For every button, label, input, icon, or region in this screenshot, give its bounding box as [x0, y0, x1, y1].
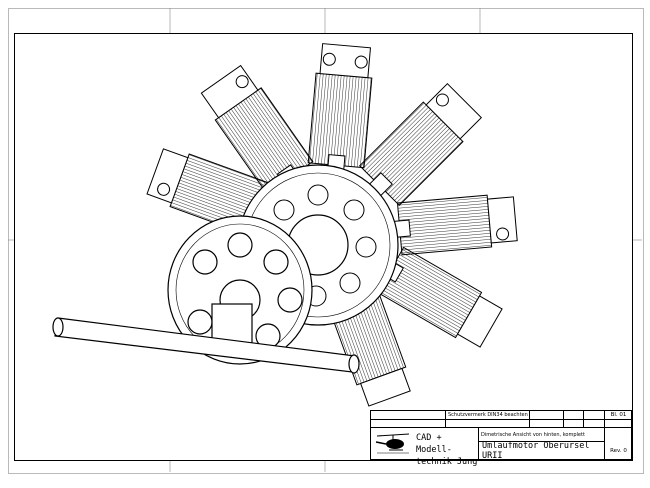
- drawing-sheet: [8, 8, 644, 474]
- title-block: Schutzvermerk DIN34 beachten Bl. 01 CAD …: [370, 410, 632, 467]
- empty-cell: [371, 420, 446, 427]
- revision: Rev. 0: [610, 448, 627, 454]
- company-line-1: CAD + Modell-: [416, 433, 452, 455]
- empty-cell: [564, 420, 584, 427]
- view-description: Dimetrische Ansicht von hinten, komplett: [479, 428, 605, 442]
- engine-drawing: [52, 43, 518, 407]
- empty-cell: [584, 411, 605, 419]
- empty-cell: [530, 420, 564, 427]
- empty-cell: [530, 411, 564, 419]
- company-name: CAD + Modell- technik Jung: [416, 432, 478, 468]
- empty-cell: [371, 411, 446, 419]
- protection-note: Schutzvermerk DIN34 beachten: [446, 411, 530, 419]
- title-block-row-second: [371, 420, 631, 428]
- title-block-row-top: Schutzvermerk DIN34 beachten Bl. 01: [371, 411, 631, 420]
- empty-cell: [564, 411, 584, 419]
- empty-cell: [446, 420, 530, 427]
- front-plate: [167, 215, 313, 365]
- empty-cell: [584, 420, 605, 427]
- helicopter-icon: [375, 433, 410, 454]
- sheet-number: Bl. 01: [610, 412, 627, 418]
- drawing-frame: [14, 33, 633, 461]
- company-block: CAD + Modell- technik Jung: [371, 428, 479, 467]
- company-line-2: technik Jung: [416, 457, 478, 467]
- crankshaft: [52, 317, 360, 374]
- part-name: Umlaufmotor Oberursel URII: [479, 441, 605, 461]
